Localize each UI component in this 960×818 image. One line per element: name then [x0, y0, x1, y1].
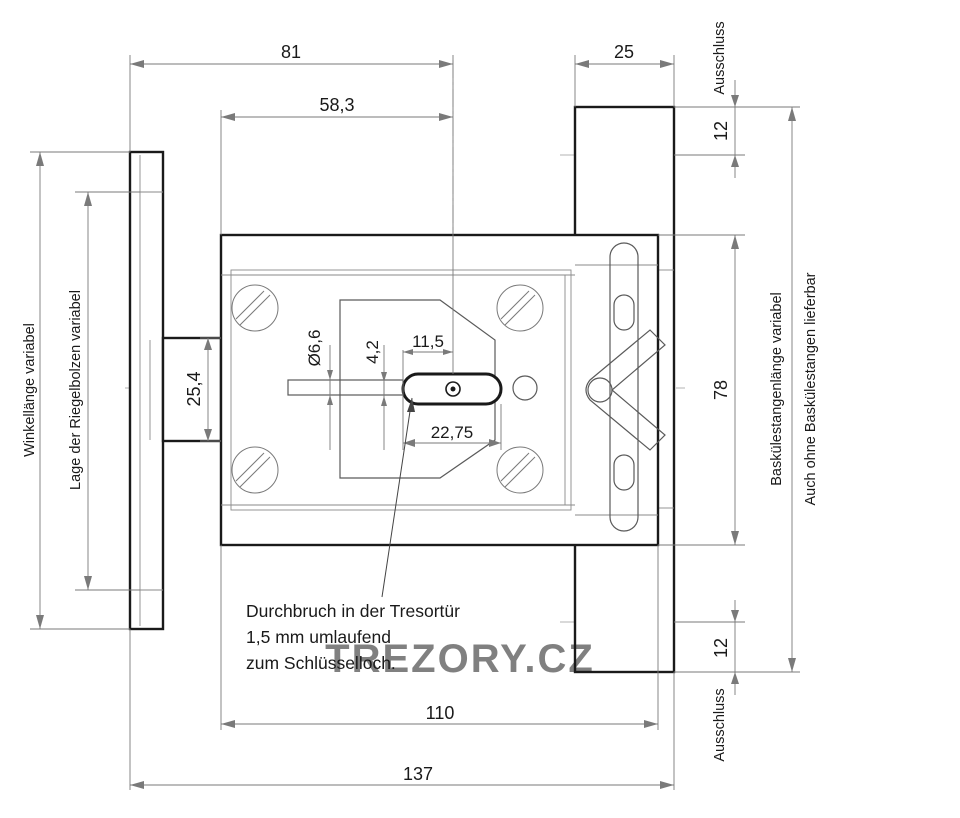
dim-4-2: 4,2 [363, 340, 387, 406]
dim-110: 110 [221, 703, 658, 728]
note-line-1: Durchbruch in der Tresortür [246, 601, 460, 621]
dim-12-bottom: 12 Ausschluss [674, 600, 745, 762]
dim-25-4: 25,4 [184, 338, 212, 441]
dim-12-top-label: 12 [711, 121, 731, 141]
ausschluss-top-label: Ausschluss [712, 21, 728, 94]
screw-bottom-left [231, 446, 279, 494]
bascule-optional-label: Auch ohne Baskülestangen lieferbar [803, 272, 819, 505]
screw-bottom-right [496, 446, 544, 494]
dim-12-top: 12 Ausschluss [674, 21, 745, 178]
dim-81: 81 [130, 42, 453, 68]
dim-25: 25 [575, 42, 674, 68]
dim-25-4-label: 25,4 [184, 371, 204, 406]
watermark: TREZORY.CZ [325, 637, 595, 681]
dim-4-2-label: 4,2 [363, 340, 382, 364]
dim-12-bottom-label: 12 [711, 638, 731, 658]
dim-diameter-label: Ø6,6 [305, 330, 324, 367]
dim-bolt-position: Lage der Riegelbolzen variabel [68, 192, 92, 590]
bolt-position-label: Lage der Riegelbolzen variabel [68, 290, 84, 490]
dim-78-label: 78 [711, 380, 731, 400]
cutout-note: Durchbruch in der Tresortür 1,5 mm umlau… [246, 601, 460, 673]
dim-22-75-label: 22,75 [431, 423, 474, 442]
dim-25-label: 25 [614, 42, 634, 62]
ausschluss-bottom-label: Ausschluss [712, 688, 728, 761]
dim-137: 137 [130, 764, 674, 789]
note-line-3: zum Schlüsselloch. [246, 653, 396, 673]
dim-58-3: 58,3 [221, 95, 453, 121]
dim-angle-length: Winkellänge variabel [22, 152, 44, 629]
note-line-2: 1,5 mm umlaufend [246, 627, 391, 647]
dim-22-75: 22,75 [403, 423, 501, 447]
angle-length-label: Winkellänge variabel [22, 323, 38, 457]
angle-plate [128, 150, 165, 631]
dim-137-label: 137 [403, 764, 433, 784]
dim-110-label: 110 [426, 703, 455, 723]
dim-58-3-label: 58,3 [319, 95, 354, 115]
dim-11-5: 11,5 [403, 332, 453, 355]
keyhole [401, 372, 503, 406]
dim-11-5-label: 11,5 [412, 332, 444, 351]
dim-78: 78 [711, 235, 739, 545]
bolt-slots [585, 242, 666, 532]
dim-bascule-length: Baskülestangenlänge variabel Auch ohne B… [769, 107, 819, 672]
screw-top-left [231, 284, 279, 332]
dim-81-label: 81 [281, 42, 301, 62]
dim-diameter: Ø6,6 [305, 330, 333, 405]
screw-top-right [496, 284, 544, 332]
bascule-length-label: Baskülestangenlänge variabel [769, 292, 785, 485]
note-leader [381, 397, 415, 598]
